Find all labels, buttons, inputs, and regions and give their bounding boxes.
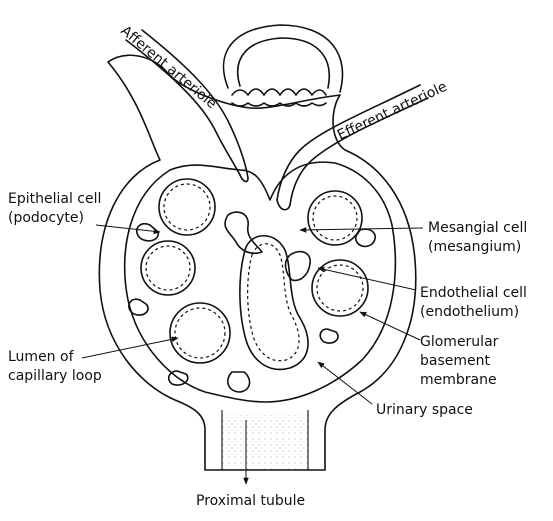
label-mesangial-cell: Mesangial cell — [428, 220, 527, 236]
label-proximal-tubule: Proximal tubule — [196, 493, 305, 509]
label-mesangium: (mesangium) — [428, 239, 521, 255]
label-endothelial-cell: Endothelial cell — [420, 285, 527, 301]
label-lumen-of: Lumen of — [8, 349, 75, 365]
bowmans-capsule — [98, 54, 417, 471]
label-epithelial-cell: Epithelial cell — [8, 191, 101, 207]
afferent-arteriole — [125, 29, 249, 183]
proximal-tubule — [221, 410, 309, 470]
label-efferent-arteriole: Efferent arteriole — [335, 79, 450, 144]
label-urinary-space: Urinary space — [376, 402, 473, 418]
label-podocyte: (podocyte) — [8, 210, 84, 226]
label-glomerular: Glomerular — [420, 334, 499, 350]
mesangial-cells — [128, 211, 376, 393]
macula-densa-loop — [222, 24, 344, 107]
label-basement: basement — [420, 353, 490, 369]
label-membrane: membrane — [420, 372, 497, 388]
label-capillary-loop: capillary loop — [8, 368, 102, 384]
capillary-loops — [140, 178, 369, 371]
efferent-arteriole — [276, 84, 429, 211]
label-endothelium: (endothelium) — [420, 304, 519, 320]
pointer-lines — [81, 224, 424, 485]
